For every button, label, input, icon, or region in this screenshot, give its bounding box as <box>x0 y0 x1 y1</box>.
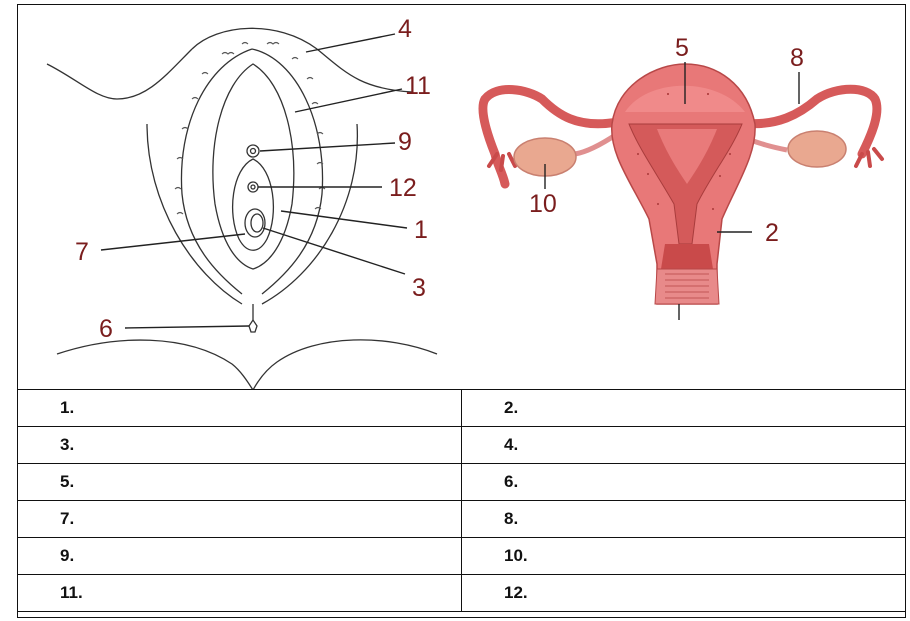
vulva-label-11: 11 <box>405 72 431 100</box>
vulva-label-6: 6 <box>99 315 113 343</box>
right-thigh-outline <box>317 49 412 92</box>
uterus-label-2: 2 <box>765 219 779 247</box>
leader-3 <box>263 228 405 274</box>
leader-6 <box>125 326 249 328</box>
uterus-label-10: 10 <box>529 190 557 218</box>
leader-9 <box>260 143 395 151</box>
urethral-opening-inner <box>251 185 255 189</box>
table-row: 9. 10. <box>18 538 906 575</box>
table-row: 7. 8. <box>18 501 906 538</box>
answer-cell-12[interactable]: 12. <box>462 575 906 612</box>
answer-table: 1. 2. 3. 4. 5. 6. 7. 8. 9. 10. 11. 12. <box>17 389 906 612</box>
table-row: 5. 6. <box>18 464 906 501</box>
answer-cell-11[interactable]: 11. <box>18 575 462 612</box>
table-row: 11. 12. <box>18 575 906 612</box>
right-outer-boundary <box>262 124 357 304</box>
left-thigh-outline <box>47 49 192 99</box>
left-outer-boundary <box>147 124 242 304</box>
right-buttock-outline <box>253 340 437 390</box>
leader-7 <box>101 234 245 250</box>
uterus-label-5: 5 <box>675 34 689 62</box>
leader-11 <box>295 89 402 112</box>
vulva-label-3: 3 <box>412 274 426 302</box>
answer-cell-8[interactable]: 8. <box>462 501 906 538</box>
table-row: 1. 2. <box>18 390 906 427</box>
table-row: 3. 4. <box>18 427 906 464</box>
vulva-label-1: 1 <box>414 216 428 244</box>
vaginal-opening-outer <box>245 209 265 237</box>
vulva-label-4: 4 <box>398 15 412 43</box>
right-ovary <box>788 131 846 167</box>
answer-cell-7[interactable]: 7. <box>18 501 462 538</box>
answer-cell-9[interactable]: 9. <box>18 538 462 575</box>
answer-cell-4[interactable]: 4. <box>462 427 906 464</box>
answer-cell-2[interactable]: 2. <box>462 390 906 427</box>
leader-4 <box>306 34 395 52</box>
clitoris-inner <box>251 149 256 154</box>
answer-cell-10[interactable]: 10. <box>462 538 906 575</box>
anatomy-diagrams: 4 11 9 12 1 7 3 6 <box>17 4 906 390</box>
left-ovarian-ligament <box>575 134 617 154</box>
pubic-hair-texture <box>175 43 325 215</box>
cervix <box>661 244 713 269</box>
answer-cell-1[interactable]: 1. <box>18 390 462 427</box>
vulva-label-9: 9 <box>398 128 412 156</box>
diagram-area: 4 11 9 12 1 7 3 6 <box>17 4 906 390</box>
right-labium-majus <box>252 49 323 294</box>
urethral-opening-outer <box>248 182 258 192</box>
uterus-diagram <box>483 64 882 304</box>
vaginal-opening-inner <box>251 214 263 232</box>
answer-cell-5[interactable]: 5. <box>18 464 462 501</box>
leader-1 <box>281 211 407 228</box>
labia-minora <box>213 64 294 269</box>
vulva-leader-lines <box>101 34 407 328</box>
anus <box>249 320 257 332</box>
answer-cell-6[interactable]: 6. <box>462 464 906 501</box>
mons-outline <box>192 28 317 49</box>
left-buttock-outline <box>57 340 253 390</box>
uterus-label-8: 8 <box>790 44 804 72</box>
clitoris-outer <box>247 145 259 157</box>
answer-cell-3[interactable]: 3. <box>18 427 462 464</box>
vulva-label-7: 7 <box>75 238 89 266</box>
vulva-label-12: 12 <box>389 174 417 202</box>
